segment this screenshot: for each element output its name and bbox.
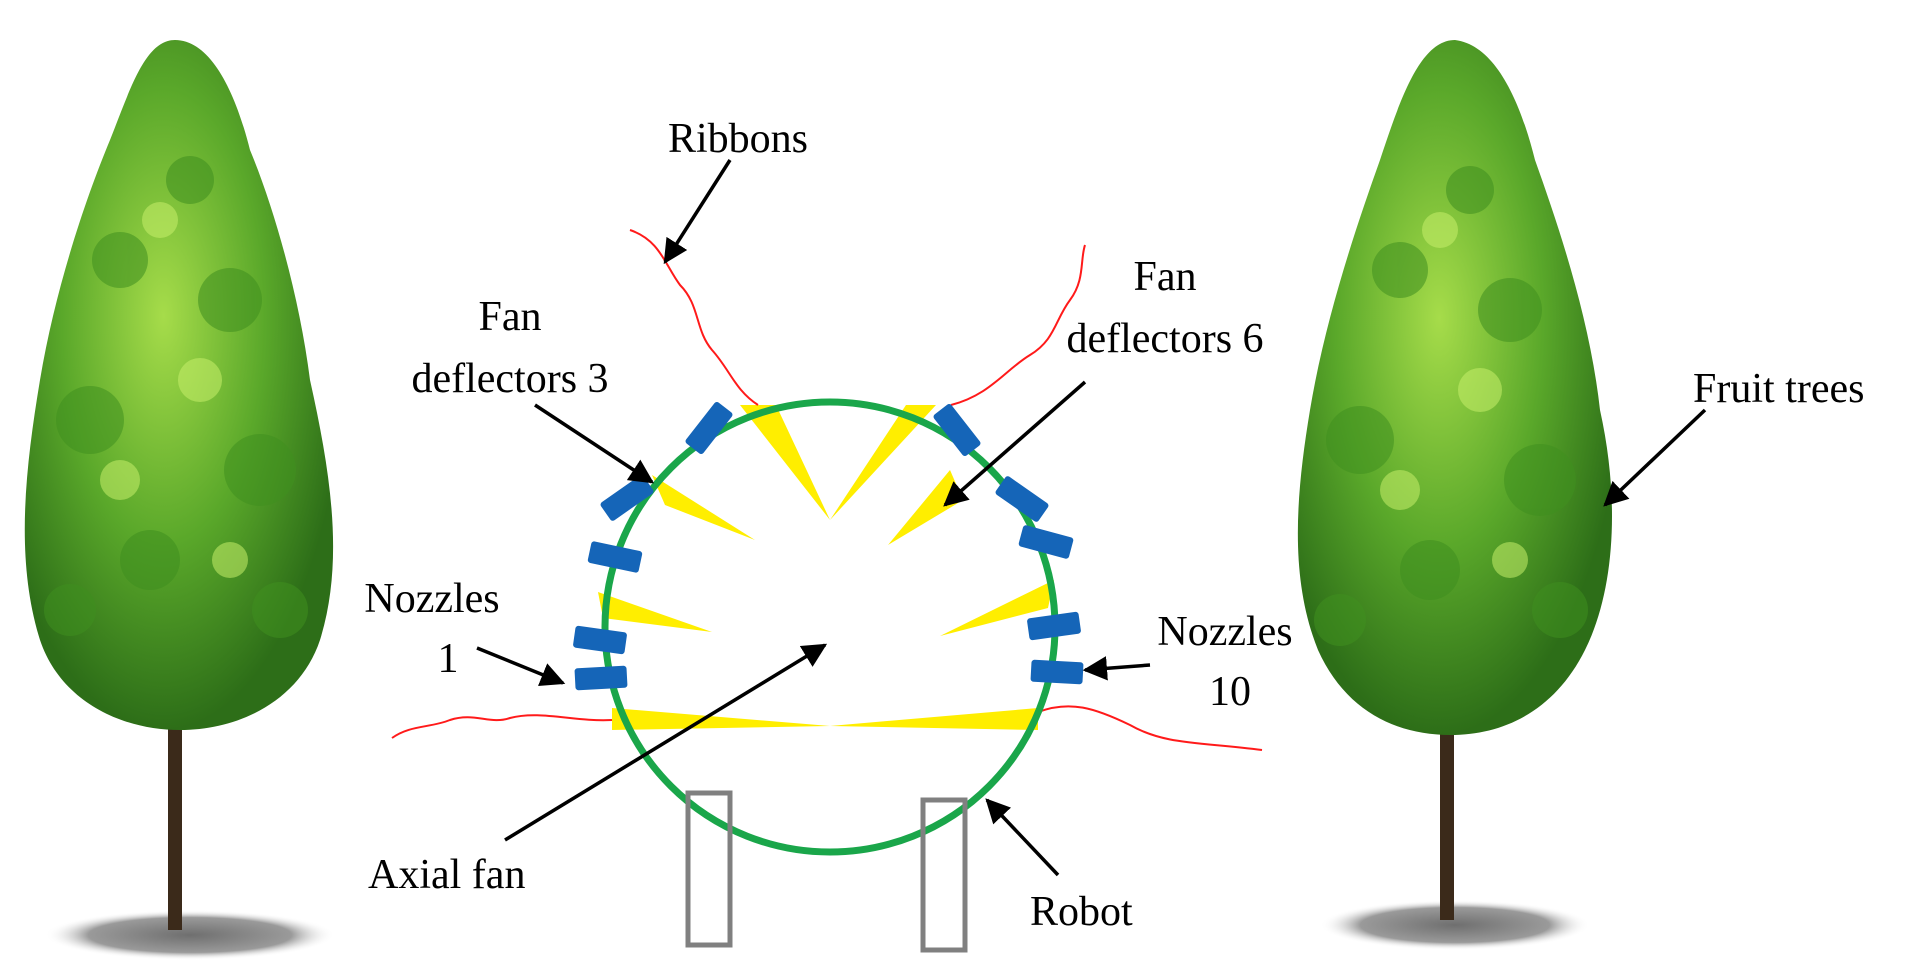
nozzles-10-label-line2: 10 xyxy=(1209,669,1251,715)
nozzles-1-label-line2: 1 xyxy=(438,636,459,682)
fan-deflectors-3-label-line1: Fan xyxy=(479,294,542,340)
ribbon-icon xyxy=(950,244,1086,406)
labels: Ribbons Fan deflectors 3 Fan deflectors … xyxy=(364,116,1864,935)
robot-leg-right xyxy=(920,797,968,953)
nozzle-icon xyxy=(574,665,628,691)
deflector-icon xyxy=(830,708,1038,730)
fan-deflectors-6-label-line1: Fan xyxy=(1134,254,1197,300)
nozzle-icon xyxy=(587,541,643,573)
fruit-trees-label: Fruit trees xyxy=(1693,366,1864,412)
right-tree-shadow xyxy=(1320,900,1590,950)
arrow-icon xyxy=(943,380,1087,507)
arrow-icon xyxy=(476,646,566,687)
nozzle-icon xyxy=(1018,525,1074,559)
left-tree-leaf-clusters xyxy=(44,156,308,638)
nozzle-icon xyxy=(600,475,654,521)
ribbon-icon xyxy=(391,714,613,739)
deflector-icon xyxy=(598,592,712,632)
ribbon-icon xyxy=(1037,705,1263,751)
fan-deflectors-3-label-line2: deflectors 3 xyxy=(411,356,608,402)
deflector-icon xyxy=(830,405,936,520)
arrow-icon xyxy=(1082,656,1151,681)
fan-deflectors xyxy=(598,405,1054,730)
deflector-icon xyxy=(612,708,830,730)
ribbon-icon xyxy=(629,229,759,406)
arrow-icon xyxy=(1603,408,1707,507)
arrow-icon xyxy=(985,798,1060,877)
deflector-icon xyxy=(652,475,755,540)
nozzle-icon xyxy=(1027,611,1081,641)
nozzle-icon xyxy=(685,401,733,455)
right-tree-icon xyxy=(1297,40,1612,950)
nozzle-icon xyxy=(933,403,981,457)
axial-fan-label: Axial fan xyxy=(368,852,525,898)
deflector-icon xyxy=(940,580,1054,636)
arrow-icon xyxy=(504,643,828,842)
right-tree-leaf-clusters xyxy=(1314,166,1588,646)
arrows xyxy=(476,159,1707,877)
nozzle-icon xyxy=(1030,659,1084,685)
deflector-icon xyxy=(740,405,830,520)
nozzles xyxy=(573,401,1084,691)
left-tree-shadow xyxy=(45,910,335,960)
ribbons xyxy=(391,229,1263,751)
fan-deflectors-6-label-line2: deflectors 6 xyxy=(1066,316,1263,362)
nozzle-icon xyxy=(573,625,627,655)
nozzles-10-label-line1: Nozzles xyxy=(1157,609,1292,655)
ribbons-label: Ribbons xyxy=(668,116,808,162)
robot-leg-left xyxy=(685,790,733,948)
nozzles-1-label-line1: Nozzles xyxy=(364,576,499,622)
robot xyxy=(685,790,968,953)
left-tree-icon xyxy=(24,40,335,960)
arrow-icon xyxy=(534,403,655,484)
arrow-icon xyxy=(663,159,732,265)
deflector-icon xyxy=(888,470,963,545)
right-tree-crown xyxy=(1297,40,1612,735)
robot-label: Robot xyxy=(1030,889,1133,935)
nozzle-icon xyxy=(995,476,1049,522)
